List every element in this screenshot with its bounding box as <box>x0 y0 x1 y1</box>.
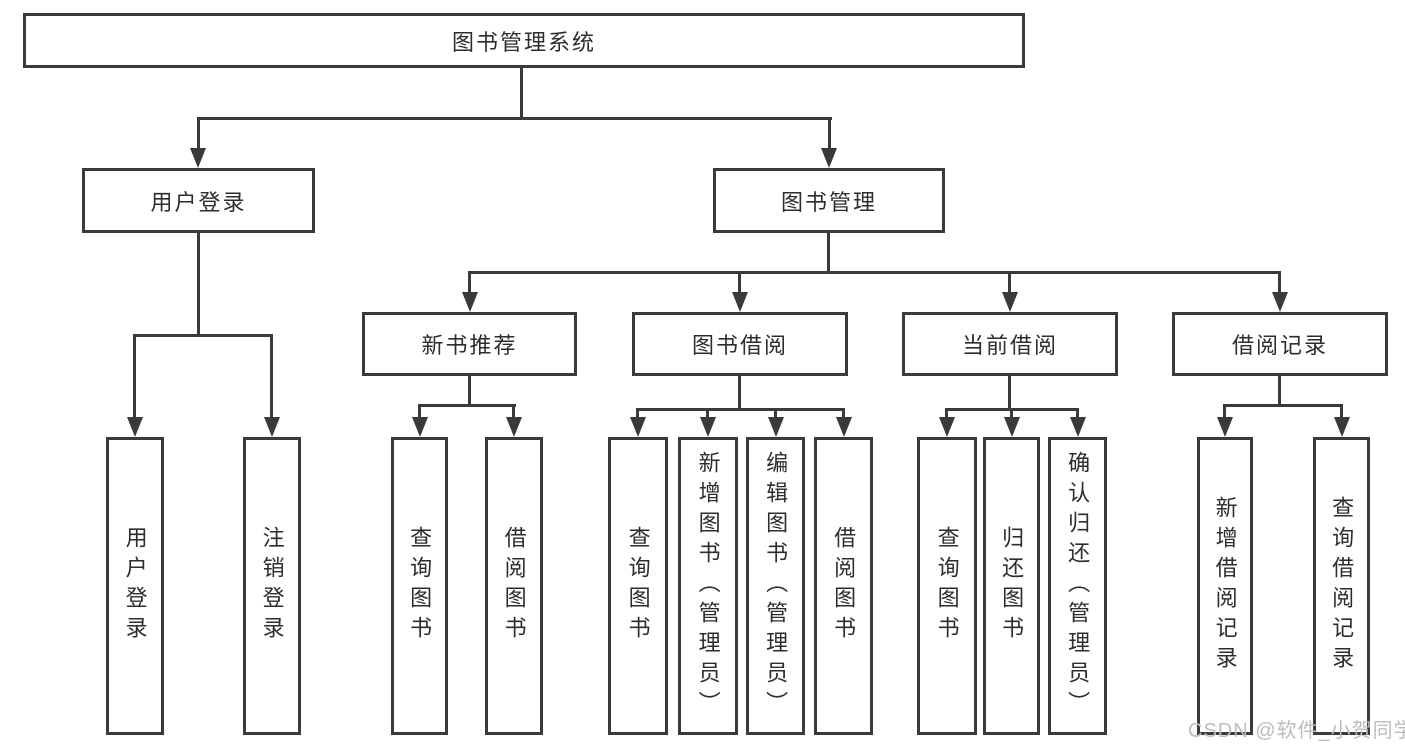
leaf-confirm-return-admin: 确认归还（管理员） <box>1048 437 1107 735</box>
leaf-query-books: 查询图书 <box>608 437 668 735</box>
connector-stem <box>945 408 948 417</box>
node-root: 图书管理系统 <box>23 13 1025 68</box>
connector-book-mgmt-trunk <box>827 230 830 274</box>
node-borrow-record: 借阅记录 <box>1172 312 1388 376</box>
leaf-edit-book-admin: 编辑图书（管理员） <box>746 437 805 735</box>
arrowhead-down-icon <box>506 417 522 437</box>
arrowhead-down-icon <box>939 417 955 437</box>
leaf-label: 新增借阅记录 <box>1212 496 1238 676</box>
connector-stem <box>828 117 831 150</box>
leaf-return-books: 归还图书 <box>983 437 1040 735</box>
connector-hline <box>418 404 516 407</box>
node-label: 借阅记录 <box>1231 333 1328 358</box>
connector-stem <box>418 404 421 417</box>
connector-stem <box>1223 404 1226 417</box>
connector-stem <box>1340 404 1343 417</box>
node-user-login: 用户登录 <box>82 168 315 233</box>
connector-stem <box>512 404 515 417</box>
connector-level2-hline <box>197 117 832 120</box>
connector-level3-hline <box>468 271 1281 274</box>
connector-trunk <box>468 373 471 406</box>
arrowhead-down-icon <box>1002 292 1018 312</box>
arrowhead-down-icon <box>190 148 206 168</box>
connector-stem <box>1010 408 1013 417</box>
node-book-borrow: 图书借阅 <box>632 312 848 376</box>
connector-stem <box>1008 271 1011 294</box>
leaf-label: 借阅图书 <box>501 526 527 646</box>
node-book-mgmt: 图书管理 <box>713 168 945 233</box>
connector-user-login-trunk <box>197 230 200 337</box>
leaf-label: 注销登录 <box>259 526 285 646</box>
leaf-borrow-books: 借阅图书 <box>814 437 873 735</box>
arrowhead-down-icon <box>1217 417 1233 437</box>
arrowhead-down-icon <box>821 148 837 168</box>
arrowhead-down-icon <box>1004 417 1020 437</box>
leaf-query-books: 查询图书 <box>917 437 977 735</box>
arrowhead-down-icon <box>700 417 716 437</box>
leaf-borrow-books: 借阅图书 <box>485 437 543 735</box>
connector-stem <box>738 271 741 294</box>
leaf-label: 查询图书 <box>625 526 651 646</box>
connector-stem <box>270 334 273 417</box>
leaf-query-books: 查询图书 <box>391 437 448 735</box>
leaf-add-book-admin: 新增图书（管理员） <box>678 437 738 735</box>
arrowhead-down-icon <box>1334 417 1350 437</box>
arrowhead-down-icon <box>264 417 280 437</box>
node-label: 用户登录 <box>150 189 247 215</box>
arrowhead-down-icon <box>836 417 852 437</box>
arrowhead-down-icon <box>732 292 748 312</box>
connector-stem <box>197 117 200 150</box>
leaf-logout: 注销登录 <box>243 437 301 735</box>
connector-trunk <box>1008 373 1011 411</box>
connector-stem <box>636 408 639 417</box>
leaf-label: 确认归还（管理员） <box>1065 451 1091 721</box>
connector-trunk <box>738 373 741 411</box>
node-label: 图书管理 <box>780 189 877 215</box>
leaf-label: 借阅图书 <box>831 526 857 646</box>
watermark: CSDN @软件_小贺同学 <box>1188 720 1405 742</box>
connector-stem <box>774 408 777 417</box>
arrowhead-down-icon <box>127 417 143 437</box>
connector-stem <box>133 334 136 417</box>
leaf-add-borrow-record: 新增借阅记录 <box>1197 437 1253 735</box>
connector-stem <box>842 408 845 417</box>
arrowhead-down-icon <box>1272 292 1288 312</box>
connector-user-login-hline <box>133 334 272 337</box>
connector-hline <box>1223 404 1342 407</box>
leaf-label: 新增图书（管理员） <box>695 451 721 721</box>
connector-stem <box>706 408 709 417</box>
leaf-label: 查询图书 <box>934 526 960 646</box>
arrowhead-down-icon <box>462 292 478 312</box>
connector-root-trunk <box>520 65 523 119</box>
connector-stem <box>1076 408 1079 417</box>
leaf-label: 归还图书 <box>999 526 1025 646</box>
leaf-user-login: 用户登录 <box>106 437 164 735</box>
node-label: 新书推荐 <box>421 333 518 358</box>
arrowhead-down-icon <box>630 417 646 437</box>
connector-stem <box>468 271 471 294</box>
node-current-borrow: 当前借阅 <box>902 312 1118 376</box>
connector-stem <box>1278 271 1281 294</box>
node-new-book-rec: 新书推荐 <box>362 312 577 376</box>
leaf-label: 用户登录 <box>122 526 148 646</box>
connector-trunk <box>1278 373 1281 406</box>
connector-hline <box>636 408 844 411</box>
arrowhead-down-icon <box>412 417 428 437</box>
node-label: 当前借阅 <box>961 333 1058 358</box>
leaf-label: 查询借阅记录 <box>1329 496 1355 676</box>
node-label: 图书借阅 <box>691 333 788 358</box>
leaf-label: 编辑图书（管理员） <box>763 451 789 721</box>
arrowhead-down-icon <box>768 417 784 437</box>
leaf-label: 查询图书 <box>407 526 433 646</box>
leaf-query-borrow-record: 查询借阅记录 <box>1313 437 1370 735</box>
node-root-label: 图书管理系统 <box>451 29 596 55</box>
arrowhead-down-icon <box>1070 417 1086 437</box>
